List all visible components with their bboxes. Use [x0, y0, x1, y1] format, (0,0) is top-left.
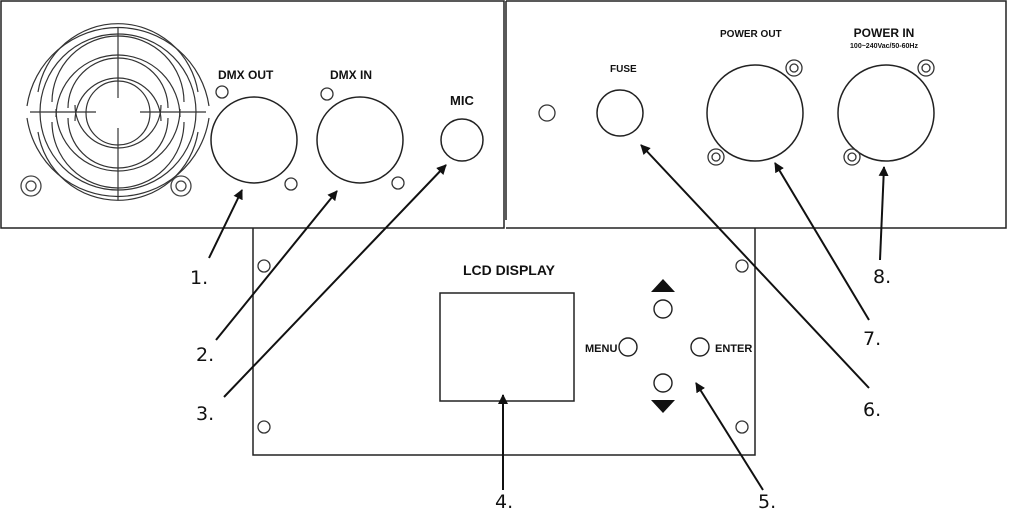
callout-arrow-1	[208, 189, 243, 259]
dmx-out-connector[interactable]	[210, 96, 298, 184]
callout-arrow-5	[695, 382, 764, 491]
screw-icon	[707, 148, 725, 166]
mounting-hole	[320, 87, 334, 101]
fuse-label: FUSE	[610, 64, 637, 75]
screw-icon	[170, 175, 192, 197]
power-in-connector[interactable]	[837, 64, 935, 162]
lcd-display-label: LCD DISPLAY	[463, 262, 556, 278]
callout-4: 4.	[495, 491, 513, 512]
mounting-hole	[735, 420, 749, 434]
mounting-hole	[257, 259, 271, 273]
right-panel: FUSE POWER OUT POWER IN 100~240Vac/50-60…	[505, 0, 1007, 229]
callout-7: 7.	[863, 328, 881, 350]
callout-3: 3.	[196, 403, 214, 425]
mounting-hole	[257, 420, 271, 434]
callout-arrow-8	[878, 166, 889, 261]
screw-icon	[843, 148, 861, 166]
dmx-out-label: DMX OUT	[218, 68, 274, 82]
callout-lines	[208, 144, 889, 491]
callout-8: 8.	[873, 266, 891, 288]
fuse-holder[interactable]	[596, 89, 644, 137]
mounting-hole	[735, 259, 749, 273]
mounting-hole	[538, 104, 556, 122]
menu-label: MENU	[585, 343, 617, 355]
down-arrow-icon	[651, 400, 675, 413]
down-button[interactable]	[653, 373, 673, 393]
enter-button[interactable]	[690, 337, 710, 357]
callout-arrow-7	[774, 162, 870, 321]
enter-label: ENTER	[715, 343, 752, 355]
screw-icon	[917, 59, 935, 77]
callout-5: 5.	[758, 491, 776, 512]
callout-arrow-3	[223, 164, 447, 398]
dmx-in-connector[interactable]	[316, 96, 404, 184]
callout-6: 6.	[863, 399, 881, 421]
power-out-label: POWER OUT	[720, 29, 782, 40]
control-panel: LCD DISPLAY MENU ENTER	[252, 228, 756, 456]
screw-icon	[785, 59, 803, 77]
mic-label: MIC	[450, 93, 474, 108]
power-in-label: POWER IN	[854, 26, 915, 40]
mic-port[interactable]	[440, 118, 484, 162]
up-button[interactable]	[653, 299, 673, 319]
mounting-hole	[284, 177, 298, 191]
menu-button[interactable]	[618, 337, 638, 357]
callout-arrow-2	[215, 190, 338, 341]
fan-grille	[26, 23, 210, 201]
lcd-display-screen	[439, 292, 575, 402]
dmx-in-label: DMX IN	[330, 68, 372, 82]
up-arrow-icon	[651, 279, 675, 292]
callout-1: 1.	[190, 267, 208, 289]
callout-arrow-6	[640, 144, 870, 389]
left-panel: DMX OUT DMX IN MIC	[0, 0, 505, 229]
power-in-rating: 100~240Vac/50-60Hz	[850, 43, 918, 50]
mounting-hole	[215, 85, 229, 99]
mounting-hole	[391, 176, 405, 190]
power-out-connector[interactable]	[706, 64, 804, 162]
screw-icon	[20, 175, 42, 197]
callout-2: 2.	[196, 344, 214, 366]
